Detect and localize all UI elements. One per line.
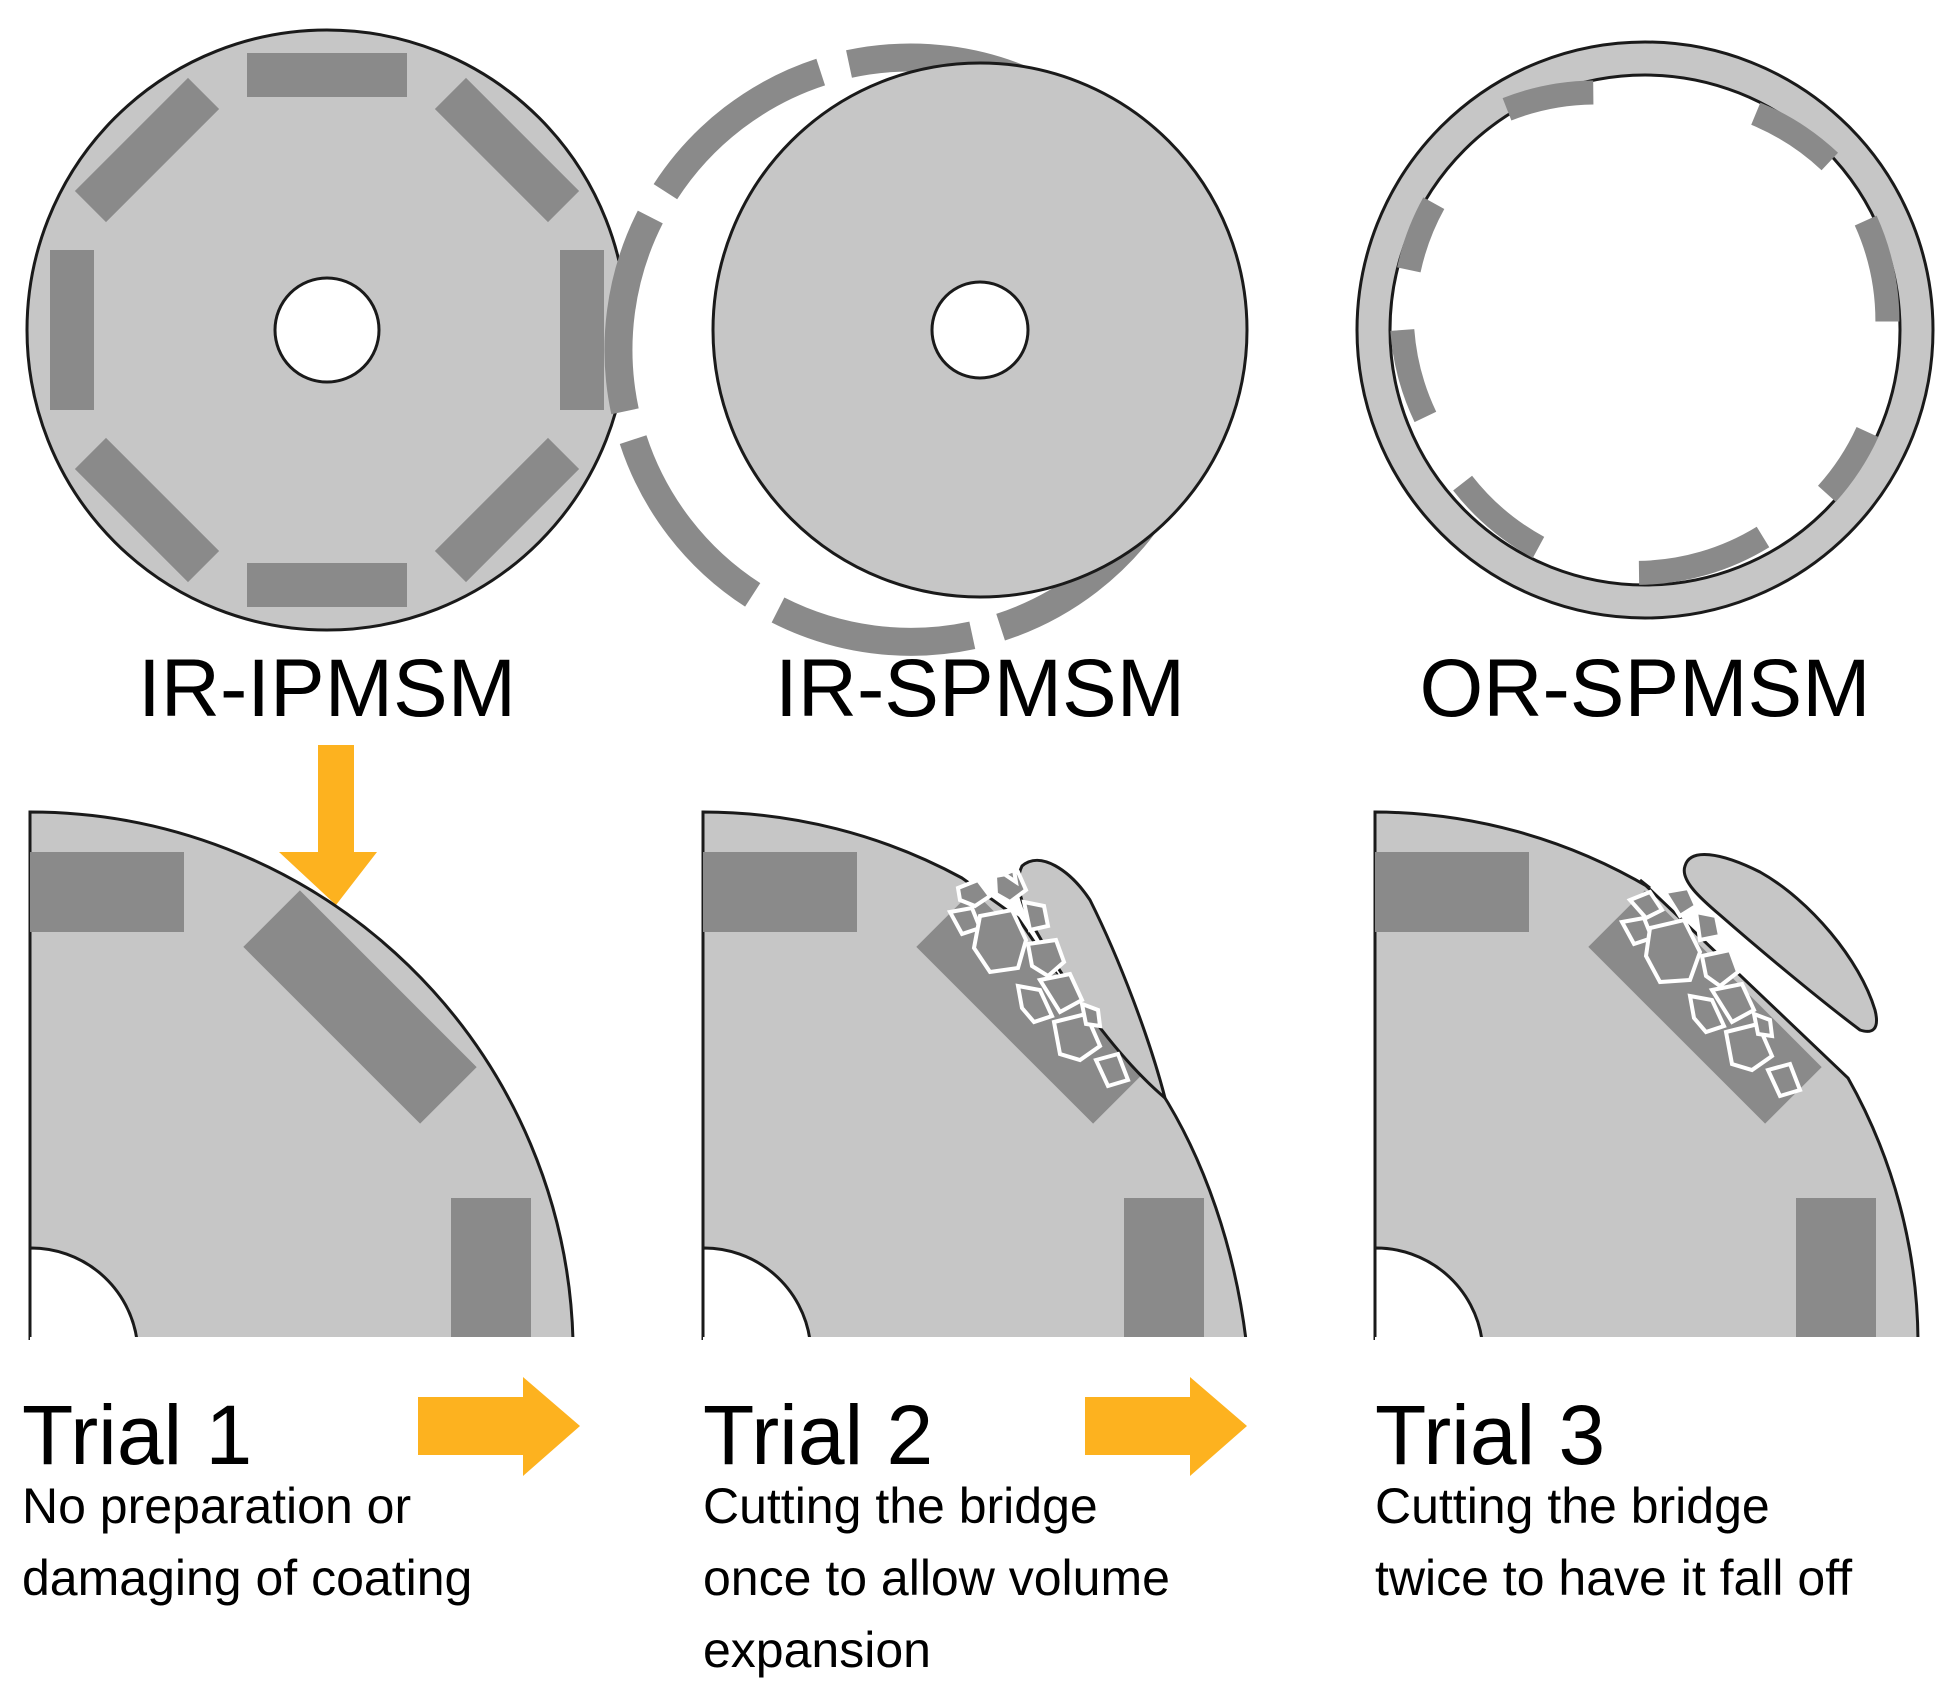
motor-label-ir-spmsm: IR-SPMSM — [775, 643, 1185, 734]
trial-3-description-line-2: twice to have it fall off — [1375, 1550, 1853, 1606]
trial-3-fragments — [1618, 885, 1803, 1099]
or-spmsm-rotor — [1355, 40, 1935, 620]
trial-2-title: Trial 2 — [703, 1388, 934, 1482]
trial-2-description-line-1: Cutting the bridge — [703, 1478, 1098, 1534]
ir-spmsm-shaft-hole — [930, 280, 1030, 380]
trial-2-rotor-quadrant — [701, 810, 1248, 1340]
trial-2-fragments — [946, 867, 1131, 1089]
motor-label-ir-ipmsm: IR-IPMSM — [137, 643, 517, 734]
trial-3-rotor-quadrant — [1373, 810, 1920, 1340]
trial-1-description-line-2: damaging of coating — [22, 1550, 473, 1606]
ir-ipmsm-rotor — [25, 28, 629, 632]
trial-3-description-line-1: Cutting the bridge — [1375, 1478, 1770, 1534]
trial-2-description-line-2: once to allow volume — [703, 1550, 1170, 1606]
motor-label-or-spmsm: OR-SPMSM — [1419, 643, 1871, 734]
trial-2-description-line-3: expansion — [703, 1622, 931, 1678]
ir-ipmsm-shaft-hole — [273, 276, 381, 384]
trial-3-title: Trial 3 — [1375, 1388, 1606, 1482]
ir-spmsm-rotor — [604, 43, 1249, 656]
right-arrow-icon — [418, 1377, 580, 1476]
or-spmsm-magnets — [1390, 80, 1900, 585]
right-arrow-icon — [1085, 1377, 1247, 1476]
trial-1-rotor-quadrant — [28, 810, 575, 1340]
ir-ipmsm-magnets — [50, 53, 604, 607]
trial-1-description-line-1: No preparation or — [22, 1478, 412, 1534]
trial-1-title: Trial 1 — [22, 1388, 253, 1482]
down-arrow-icon — [279, 745, 377, 905]
